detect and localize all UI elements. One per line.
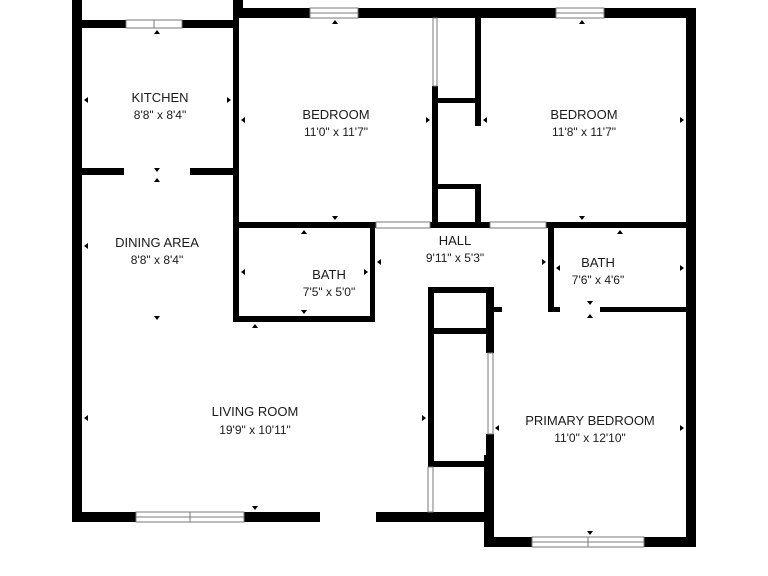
bedroom1-name: BEDROOM (302, 107, 369, 122)
wall-bedrooms-bottom (233, 222, 696, 228)
marker (252, 324, 258, 328)
wall-right-exterior (686, 8, 696, 547)
wall-bath2-bottom-left (548, 307, 560, 312)
marker (542, 259, 546, 265)
wall-top-right (233, 8, 696, 18)
marker (84, 243, 88, 249)
wall-closet-block-right-upper (486, 287, 494, 353)
windows (125, 7, 645, 548)
wall-closet-block-mid (428, 328, 488, 334)
marker (332, 216, 338, 220)
marker (154, 316, 160, 320)
marker (680, 117, 684, 123)
wall-closet-block-low (428, 461, 488, 467)
bath2-name: BATH (581, 255, 615, 270)
bedroom2-dims: 11'8" x 11'7" (552, 125, 616, 139)
marker (154, 30, 160, 34)
wall-kitchen-bottom-right (190, 168, 238, 175)
marker (587, 531, 593, 535)
dining-dims: 8'8" x 8'4" (131, 253, 183, 267)
opening-hall-right (489, 221, 547, 229)
opening-hall-left (375, 221, 431, 229)
marker (241, 117, 245, 123)
marker (84, 97, 88, 103)
bedroom1-dims: 11'0" x 11'7" (304, 125, 368, 139)
wall-bath2-bottom-right (600, 307, 696, 312)
wall-bath1-left (233, 222, 239, 322)
wall-bedroom1-left (233, 18, 239, 228)
marker (252, 506, 258, 510)
marker (241, 269, 245, 275)
primary-dims: 11'0" x 12'10" (554, 431, 626, 445)
marker (617, 230, 623, 234)
marker (301, 310, 307, 314)
opening-closet-top (432, 17, 438, 87)
marker (332, 20, 338, 24)
wall-closet-top (432, 98, 480, 103)
marker (84, 415, 88, 421)
wall-kitchen-bottom-left (72, 168, 124, 175)
marker (587, 314, 593, 318)
marker (364, 269, 368, 275)
wall-bath1-bottom (233, 316, 375, 322)
bath1-dims: 7'5" x 5'0" (303, 285, 355, 299)
wall-closet-mid (432, 184, 480, 189)
kitchen-name: KITCHEN (131, 90, 188, 105)
marker (422, 415, 426, 421)
window-living-bottom (135, 511, 245, 523)
marker (587, 301, 593, 305)
bedroom2-name: BEDROOM (550, 107, 617, 122)
window-primary-bottom (531, 536, 645, 548)
wall-bath2-left (548, 228, 554, 312)
kitchen-dims: 8'8" x 8'4" (134, 108, 186, 122)
marker (426, 117, 430, 123)
wall-bump-left (484, 455, 494, 547)
room-labels: KITCHEN 8'8" x 8'4" BEDROOM 11'0" x 11'7… (115, 90, 655, 445)
marker (680, 265, 684, 271)
opening-primary-left (487, 352, 494, 435)
primary-name: PRIMARY BEDROOM (525, 413, 655, 428)
marker (680, 425, 684, 431)
window-kitchen-top (125, 19, 183, 29)
wall-bedroom1-right (432, 86, 438, 228)
hall-dims: 9'11" x 5'3" (426, 251, 484, 265)
living-dims: 19'9" x 10'11" (219, 423, 291, 437)
measurement-markers (84, 20, 684, 535)
window-bedroom2-top (555, 7, 605, 19)
marker (377, 259, 381, 265)
wall-closet-right-lower (475, 184, 481, 228)
marker (483, 117, 487, 123)
marker (495, 425, 499, 431)
wall-closet-divider (475, 18, 481, 126)
marker (579, 20, 585, 24)
wall-closet-block-left (428, 287, 434, 467)
wall-bath1-right (370, 228, 375, 322)
marker (301, 230, 307, 234)
marker (154, 178, 160, 182)
wall-closet-block-right-lower (486, 434, 494, 467)
wall-top-left-stub (233, 0, 243, 18)
wall-left-exterior (72, 0, 82, 522)
dining-name: DINING AREA (115, 235, 199, 250)
wall-bottom-mid (376, 512, 494, 522)
marker (579, 216, 585, 220)
bath2-dims: 7'6" x 4'6" (572, 273, 624, 287)
marker (154, 168, 160, 172)
bath1-name: BATH (312, 267, 346, 282)
hall-name: HALL (439, 233, 472, 248)
living-name: LIVING ROOM (212, 404, 299, 419)
marker (556, 265, 560, 271)
opening-living-bottom (427, 466, 434, 513)
window-bedroom1-top (309, 7, 359, 19)
wall-closet-block-top (428, 287, 494, 293)
marker (227, 97, 231, 103)
wall-hall-stub (490, 307, 502, 312)
